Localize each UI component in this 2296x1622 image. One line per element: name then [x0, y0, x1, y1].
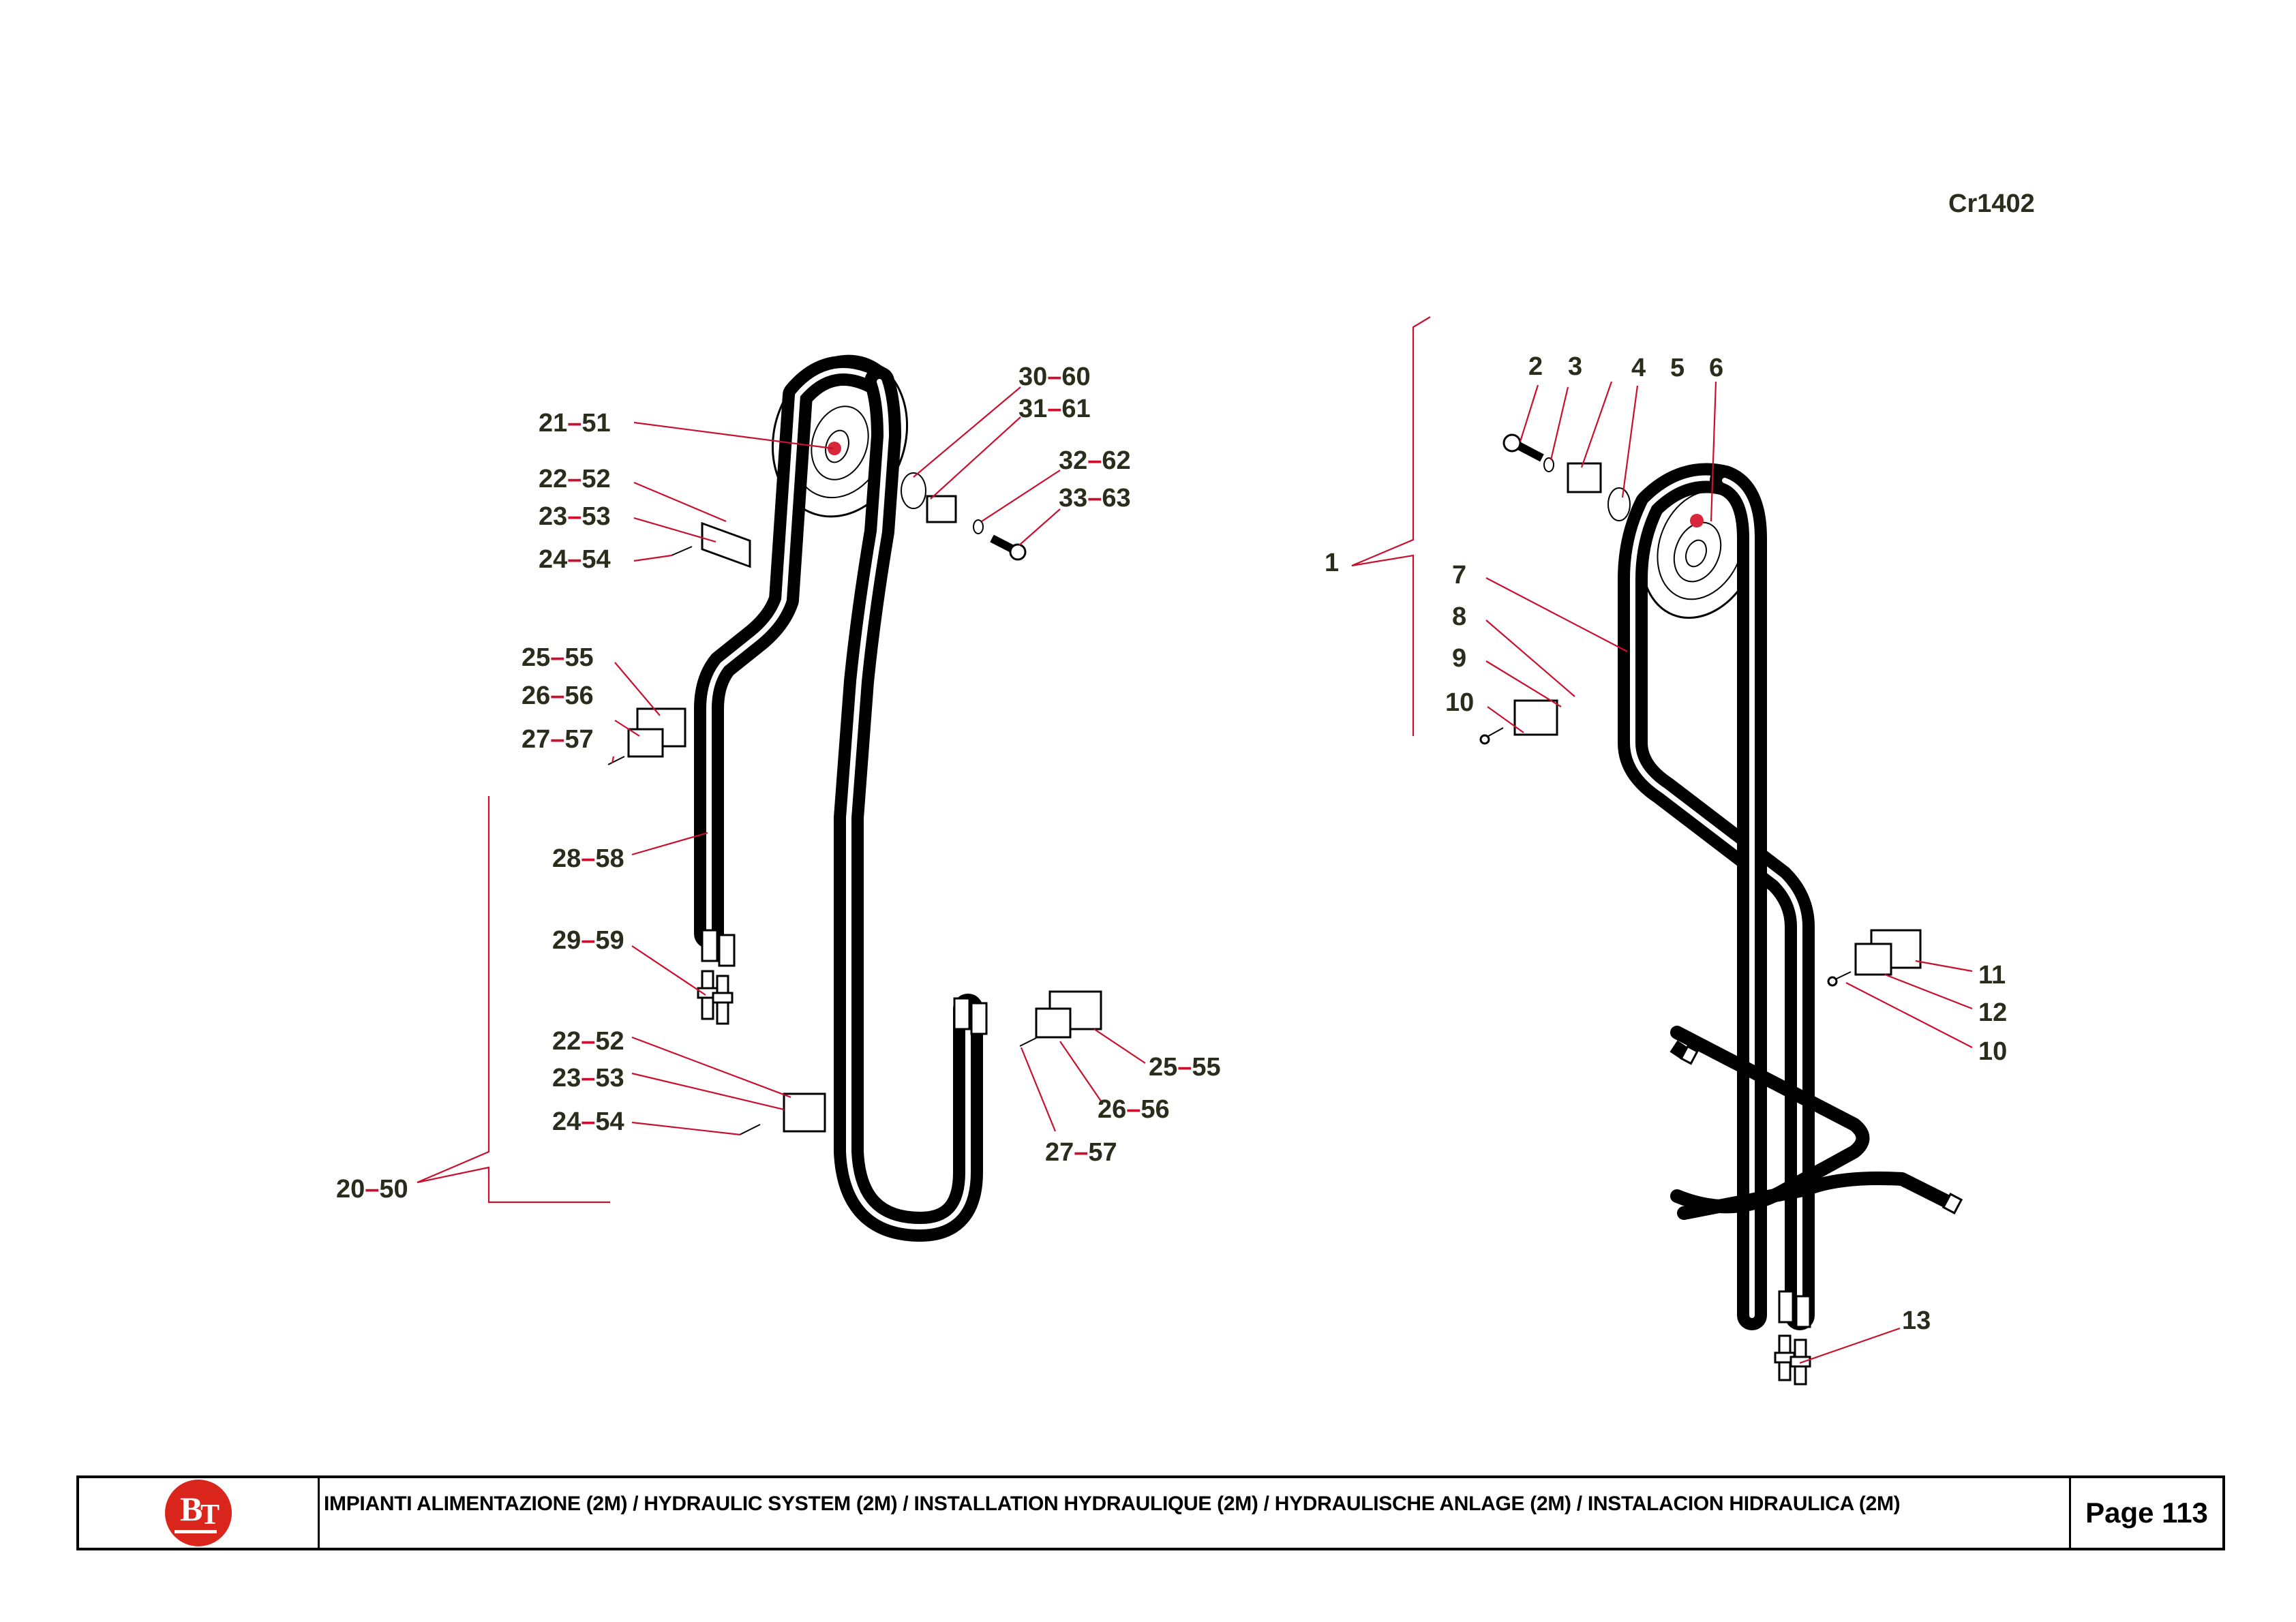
callout-6: 6 [1709, 354, 1723, 382]
page-number: Page 113 [2069, 1478, 2222, 1548]
bt-logo: B T [165, 1480, 232, 1546]
callout-8: 8 [1452, 602, 1466, 631]
callout-22-52-bottom: 22–52 [552, 1027, 624, 1056]
washer [973, 519, 984, 534]
callout-24-54: 24–54 [539, 545, 611, 574]
right-assembly: 1 2 3 4 5 6 7 8 9 10 11 12 10 13 [1325, 316, 2007, 1386]
logo-letter-b: B [180, 1490, 203, 1528]
clamp-mid-left [607, 707, 686, 765]
callout-32-62: 32–62 [1059, 446, 1131, 475]
logo-letter-t: T [200, 1499, 220, 1531]
callout-30-60: 30–60 [1018, 363, 1091, 391]
callout-29-59: 29–59 [552, 926, 624, 955]
callout-20-50: 20–50 [336, 1175, 408, 1204]
callout-3: 3 [1568, 352, 1582, 381]
hose-fitting [953, 997, 971, 1030]
callout-21-51: 21–51 [539, 409, 611, 438]
callout-13: 13 [1902, 1306, 1931, 1335]
callout-9: 9 [1452, 644, 1466, 673]
callout-28-58: 28–58 [552, 844, 624, 873]
clamp-bottom-right [1019, 990, 1102, 1047]
callout-10: 10 [1445, 688, 1474, 717]
callout-26-56-right: 26–56 [1098, 1095, 1170, 1124]
hub-marker-dot [1690, 514, 1704, 527]
hub-marker-dot [828, 442, 841, 455]
hose-fitting [701, 929, 719, 962]
section-title: IMPIANTI ALIMENTAZIONE (2M) / HYDRAULIC … [324, 1493, 1901, 1515]
spacer [926, 495, 957, 523]
adapter-pair-left [697, 970, 734, 1025]
callout-24-54-bottom: 24–54 [552, 1107, 624, 1136]
document-code: Cr1402 [1948, 189, 2035, 218]
clamp-top-left [671, 521, 751, 568]
callout-23-53-bottom: 23–53 [552, 1064, 624, 1092]
clamp-bottom-left [739, 1092, 826, 1135]
clamp-right-top [1479, 699, 1558, 745]
hose-fitting [718, 934, 736, 967]
callout-31-61: 31–61 [1018, 395, 1091, 423]
adapter-pair-right [1774, 1334, 1811, 1386]
callout-4: 4 [1631, 354, 1646, 382]
callout-27-57-right: 27–57 [1045, 1138, 1117, 1167]
callout-22-52: 22–52 [539, 465, 611, 493]
left-assembly: 21–51 22–52 23–53 24–54 25–55 26–56 27–5… [336, 354, 1221, 1242]
callout-27-57: 27–57 [522, 725, 594, 754]
snap-ring [901, 472, 926, 509]
callout-1: 1 [1325, 549, 1339, 577]
hose-fitting [970, 1002, 988, 1035]
callout-10-lower: 10 [1978, 1037, 2007, 1066]
callout-33-63: 33–63 [1059, 484, 1131, 512]
callout-7: 7 [1452, 561, 1466, 590]
hose-fitting [1795, 1295, 1811, 1328]
callout-23-53: 23–53 [539, 502, 611, 531]
callout-26-56: 26–56 [522, 682, 594, 710]
callout-25-55: 25–55 [522, 643, 594, 672]
washer-3 [1543, 457, 1554, 472]
clamp-right-bottom [1827, 929, 1922, 987]
logo-underline [175, 1530, 217, 1533]
title-block: B T IMPIANTI ALIMENTAZIONE (2M) / HYDRAU… [76, 1475, 2225, 1550]
bushing-4 [1567, 462, 1602, 493]
logo-cell: B T [79, 1478, 320, 1548]
hose-fitting [1778, 1290, 1794, 1323]
callout-12: 12 [1978, 998, 2007, 1027]
callout-11: 11 [1978, 961, 2006, 990]
callout-2: 2 [1528, 352, 1543, 381]
ring-5 [1607, 487, 1631, 521]
callout-25-55-right: 25–55 [1149, 1053, 1221, 1082]
callout-5: 5 [1670, 354, 1685, 382]
